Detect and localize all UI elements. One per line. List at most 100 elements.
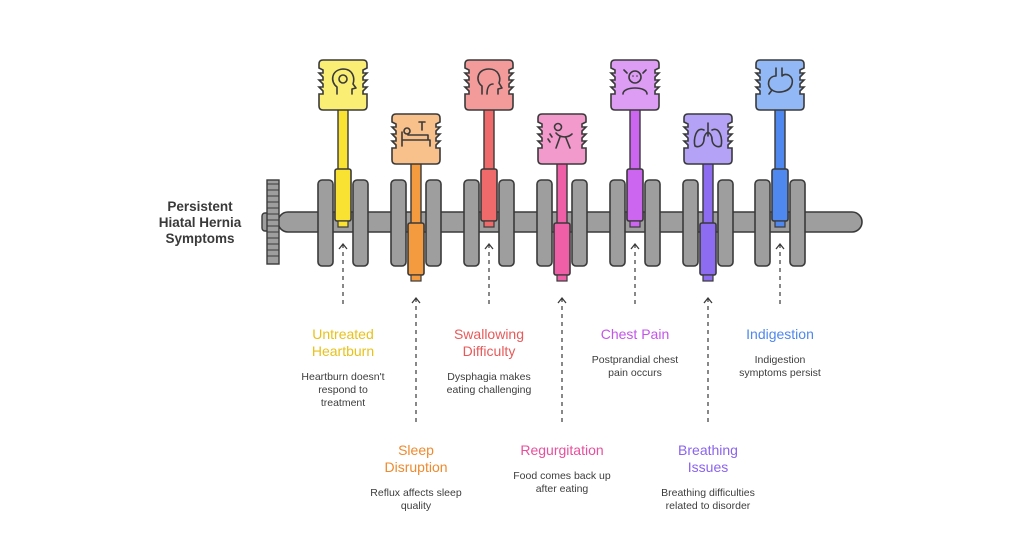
- symptom-description: Dysphagia makes eating challenging: [446, 371, 532, 396]
- crank-web-right: [352, 179, 369, 267]
- arrow-head: [338, 242, 348, 250]
- crank-web-right: [425, 179, 442, 267]
- symptom-title: Swallowing Difficulty: [453, 326, 525, 359]
- connecting-rod: [410, 161, 422, 231]
- piston-head: [390, 113, 442, 165]
- crank-web-left: [754, 179, 771, 267]
- head-thinking-icon: [331, 68, 357, 95]
- crank-web-right: [571, 179, 588, 267]
- gear-body: [266, 179, 280, 265]
- crank-pin-cap: [702, 274, 714, 282]
- crank-pin: [480, 168, 498, 222]
- icon-path: [767, 67, 794, 93]
- crank-web-left: [390, 179, 407, 267]
- crank-pin-cap: [410, 274, 422, 282]
- icon-path: [403, 127, 411, 135]
- crank-web-right: [498, 179, 515, 267]
- connecting-rod: [483, 107, 495, 171]
- crank-web-right: [644, 179, 661, 267]
- symptom-title: Sleep Disruption: [384, 442, 448, 475]
- piston-swallowing-difficulty: [463, 59, 515, 308]
- crank-pin-cap: [774, 220, 786, 228]
- connecting-rod: [629, 107, 641, 171]
- connecting-rod: [337, 107, 349, 171]
- connecting-rod: [774, 107, 786, 171]
- crank-pin-cap: [629, 220, 641, 228]
- vomiting-person-icon: [547, 122, 573, 149]
- symptom-description: Heartburn doesn't respond to treatment: [301, 371, 385, 409]
- piston-head: [609, 59, 661, 111]
- icon-path: [622, 69, 648, 95]
- symptom-title: Chest Pain: [600, 326, 670, 342]
- symptom-description: Breathing difficulties related to disord…: [661, 487, 755, 512]
- throat-icon: [477, 68, 503, 95]
- gear-icon: [266, 179, 280, 265]
- crank-web-left: [609, 179, 626, 267]
- icon-path: [486, 83, 494, 95]
- symptom-title: Regurgitation: [520, 442, 604, 458]
- diagram-title: Persistent Hiatal Hernia Symptoms: [158, 199, 242, 246]
- crank-web-left: [536, 179, 553, 267]
- piston-chest-pain: [609, 59, 661, 308]
- piston-regurgitation: [536, 113, 588, 425]
- icon-path: [331, 68, 357, 95]
- crank-pin: [407, 222, 425, 276]
- crank-web-right: [789, 179, 806, 267]
- crank-web-left: [682, 179, 699, 267]
- crank-web-right: [717, 179, 734, 267]
- icon-path: [693, 128, 705, 148]
- crank-web-left: [463, 179, 480, 267]
- symptom-description: Postprandial chest pain occurs: [591, 354, 679, 379]
- piston-head: [536, 113, 588, 165]
- bed-icon: [401, 121, 431, 147]
- icon-path: [555, 132, 573, 149]
- symptom-description: Reflux affects sleep quality: [370, 487, 462, 512]
- crank-pin: [334, 168, 352, 222]
- icon-path: [418, 121, 426, 131]
- symptom-description: Food comes back up after eating: [513, 470, 611, 495]
- arrow-head: [484, 242, 494, 250]
- symptom-title: Breathing Issues: [678, 442, 738, 475]
- piston-sleep-disruption: [390, 113, 442, 425]
- icon-path: [338, 74, 348, 84]
- crank-pin-cap: [337, 220, 349, 228]
- piston-breathing-issues: [682, 113, 734, 425]
- icon-path: [477, 68, 503, 95]
- piston-head: [317, 59, 369, 111]
- arrow-head: [703, 296, 713, 304]
- person-in-pain-icon: [622, 69, 648, 95]
- icon-path: [768, 89, 773, 95]
- icon-path: [553, 122, 563, 132]
- crank-pin-cap: [556, 274, 568, 282]
- arrow-head: [630, 242, 640, 250]
- arrow-head: [557, 296, 567, 304]
- arrow-head: [775, 242, 785, 250]
- piston-head: [682, 113, 734, 165]
- icon-path: [401, 131, 431, 147]
- crank-web-left: [317, 179, 334, 267]
- icon-path: [547, 133, 553, 143]
- crank-pin-cap: [483, 220, 495, 228]
- stomach-icon: [767, 67, 794, 95]
- crank-pin: [626, 168, 644, 222]
- symptom-title: Untreated Heartburn: [311, 326, 375, 359]
- symptom-title: Indigestion: [746, 326, 814, 342]
- crank-pin: [699, 222, 717, 276]
- icon-path: [628, 70, 642, 84]
- connecting-rod: [702, 161, 714, 231]
- piston-head: [754, 59, 806, 111]
- crank-pin: [771, 168, 789, 222]
- piston-indigestion: [754, 59, 806, 308]
- connecting-rod: [556, 161, 568, 231]
- lungs-icon: [693, 122, 723, 148]
- icon-path: [711, 128, 723, 148]
